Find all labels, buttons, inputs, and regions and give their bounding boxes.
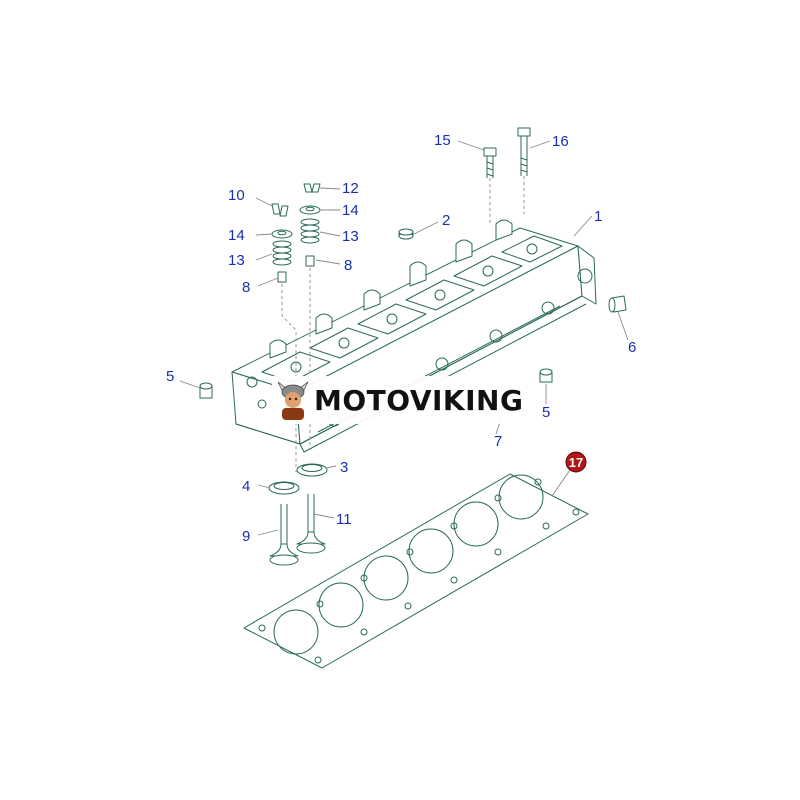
callout-15: 15	[434, 132, 451, 149]
bolt-16	[517, 127, 531, 176]
watermark-text: MOTOVIKING	[314, 383, 524, 417]
callout-17-badge: 17	[565, 451, 587, 473]
callout-5-right: 5	[542, 404, 550, 421]
valve-seat-ring-4	[268, 481, 300, 495]
plug-5-left	[199, 382, 213, 399]
valve-seal-8-right	[305, 255, 315, 267]
callout-4: 4	[242, 478, 250, 495]
callout-16: 16	[552, 133, 569, 150]
callout-12: 12	[342, 180, 359, 197]
callout-3: 3	[340, 459, 348, 476]
callout-2: 2	[442, 212, 450, 229]
valve-seal-8-left	[277, 271, 287, 283]
rocker-towers	[269, 219, 513, 359]
callout-7: 7	[494, 433, 502, 450]
callout-5-left: 5	[166, 368, 174, 385]
watermark: MOTOVIKING	[272, 376, 534, 424]
callout-6: 6	[628, 339, 636, 356]
callout-14-left: 14	[228, 227, 245, 244]
callout-13-right: 13	[342, 228, 359, 245]
valve-9	[269, 504, 299, 566]
leader-lines	[179, 140, 629, 536]
callout-10: 10	[228, 187, 245, 204]
callout-9: 9	[242, 528, 250, 545]
callouts: 1 2 3 4 5 5 6 7 8 8 9 10 11 12 13 13 14 …	[166, 132, 636, 545]
callout-1: 1	[594, 208, 602, 225]
valve-spring-13-left	[272, 240, 292, 266]
valve-spring-13-right	[300, 218, 320, 244]
valve-11	[296, 494, 326, 554]
spring-retainer-14-left	[271, 229, 293, 239]
valve-keeper-12	[303, 183, 321, 193]
spring-retainer-14-right	[299, 205, 321, 215]
callout-13-left: 13	[228, 252, 245, 269]
plug-5-right	[539, 368, 553, 383]
plug-2	[398, 228, 414, 240]
callout-8-right: 8	[344, 257, 352, 274]
callout-11: 11	[336, 511, 352, 528]
valve-keeper-10	[271, 203, 289, 217]
head-gasket	[243, 473, 589, 669]
valve-bays	[261, 235, 563, 383]
callout-14-right: 14	[342, 202, 359, 219]
valve-seat-ring-3	[296, 463, 328, 477]
callout-17: 17	[569, 455, 583, 470]
callout-8-left: 8	[242, 279, 250, 296]
viking-mascot-logo	[277, 381, 309, 420]
bolt-15	[483, 147, 497, 178]
plug-6	[608, 295, 627, 313]
